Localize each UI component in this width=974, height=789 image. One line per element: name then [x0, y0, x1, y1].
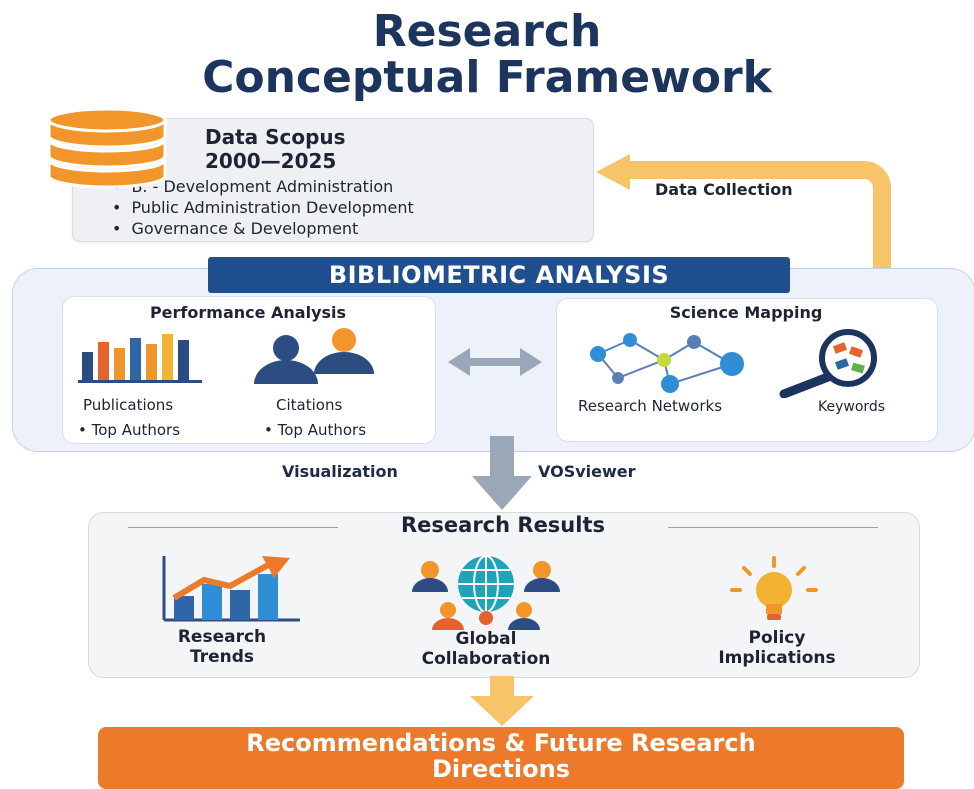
recommendations-line-1: Recommendations & Future Research [246, 729, 756, 757]
top-authors-label-1: • Top Authors [78, 421, 181, 439]
research-results-title: Research Results [401, 513, 605, 537]
policy-implications-label-2: Implications [718, 648, 836, 668]
network-icon [590, 333, 744, 393]
list-item: Governance & Development [112, 218, 414, 239]
visualization-label: Visualization [282, 462, 398, 481]
keywords-magnifier-icon [779, 329, 877, 398]
top-authors-label-2: • Top Authors [264, 421, 367, 439]
data-source-years: 2000—2025 [205, 149, 337, 173]
bibliometric-banner: BIBLIOMETRIC ANALYSIS [208, 257, 790, 293]
data-collection-label: Data Collection [655, 180, 793, 199]
publications-label: Publications [83, 396, 174, 414]
data-source-list: B. - Development Administration Public A… [112, 176, 414, 239]
keywords-label: Keywords [818, 399, 886, 415]
performance-analysis-title: Performance Analysis [149, 303, 347, 322]
divider [128, 527, 338, 528]
global-collaboration-label-1: Global [455, 629, 517, 649]
science-mapping-title: Science Mapping [669, 303, 823, 322]
recommendations-arrow [470, 676, 534, 726]
list-item: B. - Development Administration [112, 176, 414, 197]
visualization-arrow [472, 436, 532, 510]
data-collection-arrow [596, 154, 891, 272]
bar-chart-icon [78, 334, 202, 383]
research-networks-label: Research Networks [578, 397, 723, 415]
database-icon [47, 107, 167, 189]
divider [668, 527, 878, 528]
vosviewer-label: VOSviewer [538, 462, 636, 481]
global-collaboration-icon [412, 555, 560, 630]
list-item: Public Administration Development [112, 197, 413, 218]
authors-icon [254, 328, 374, 384]
recommendations-banner [98, 727, 904, 789]
data-source-title: Data Scopus [205, 125, 346, 149]
recommendations-line-2: Directions [431, 755, 571, 783]
research-trends-label-1: Research [177, 627, 267, 647]
double-arrow-icon [448, 348, 542, 376]
title-line-2: Conceptual Framework [202, 52, 772, 103]
policy-implications-label-1: Policy [748, 628, 806, 648]
citations-label: Citations [276, 396, 343, 414]
title-line-1: Research [372, 6, 602, 57]
global-collaboration-label-2: Collaboration [421, 649, 551, 669]
research-trends-label-2: Trends [189, 647, 255, 667]
trend-chart-icon [162, 556, 300, 622]
lightbulb-icon [730, 556, 818, 620]
